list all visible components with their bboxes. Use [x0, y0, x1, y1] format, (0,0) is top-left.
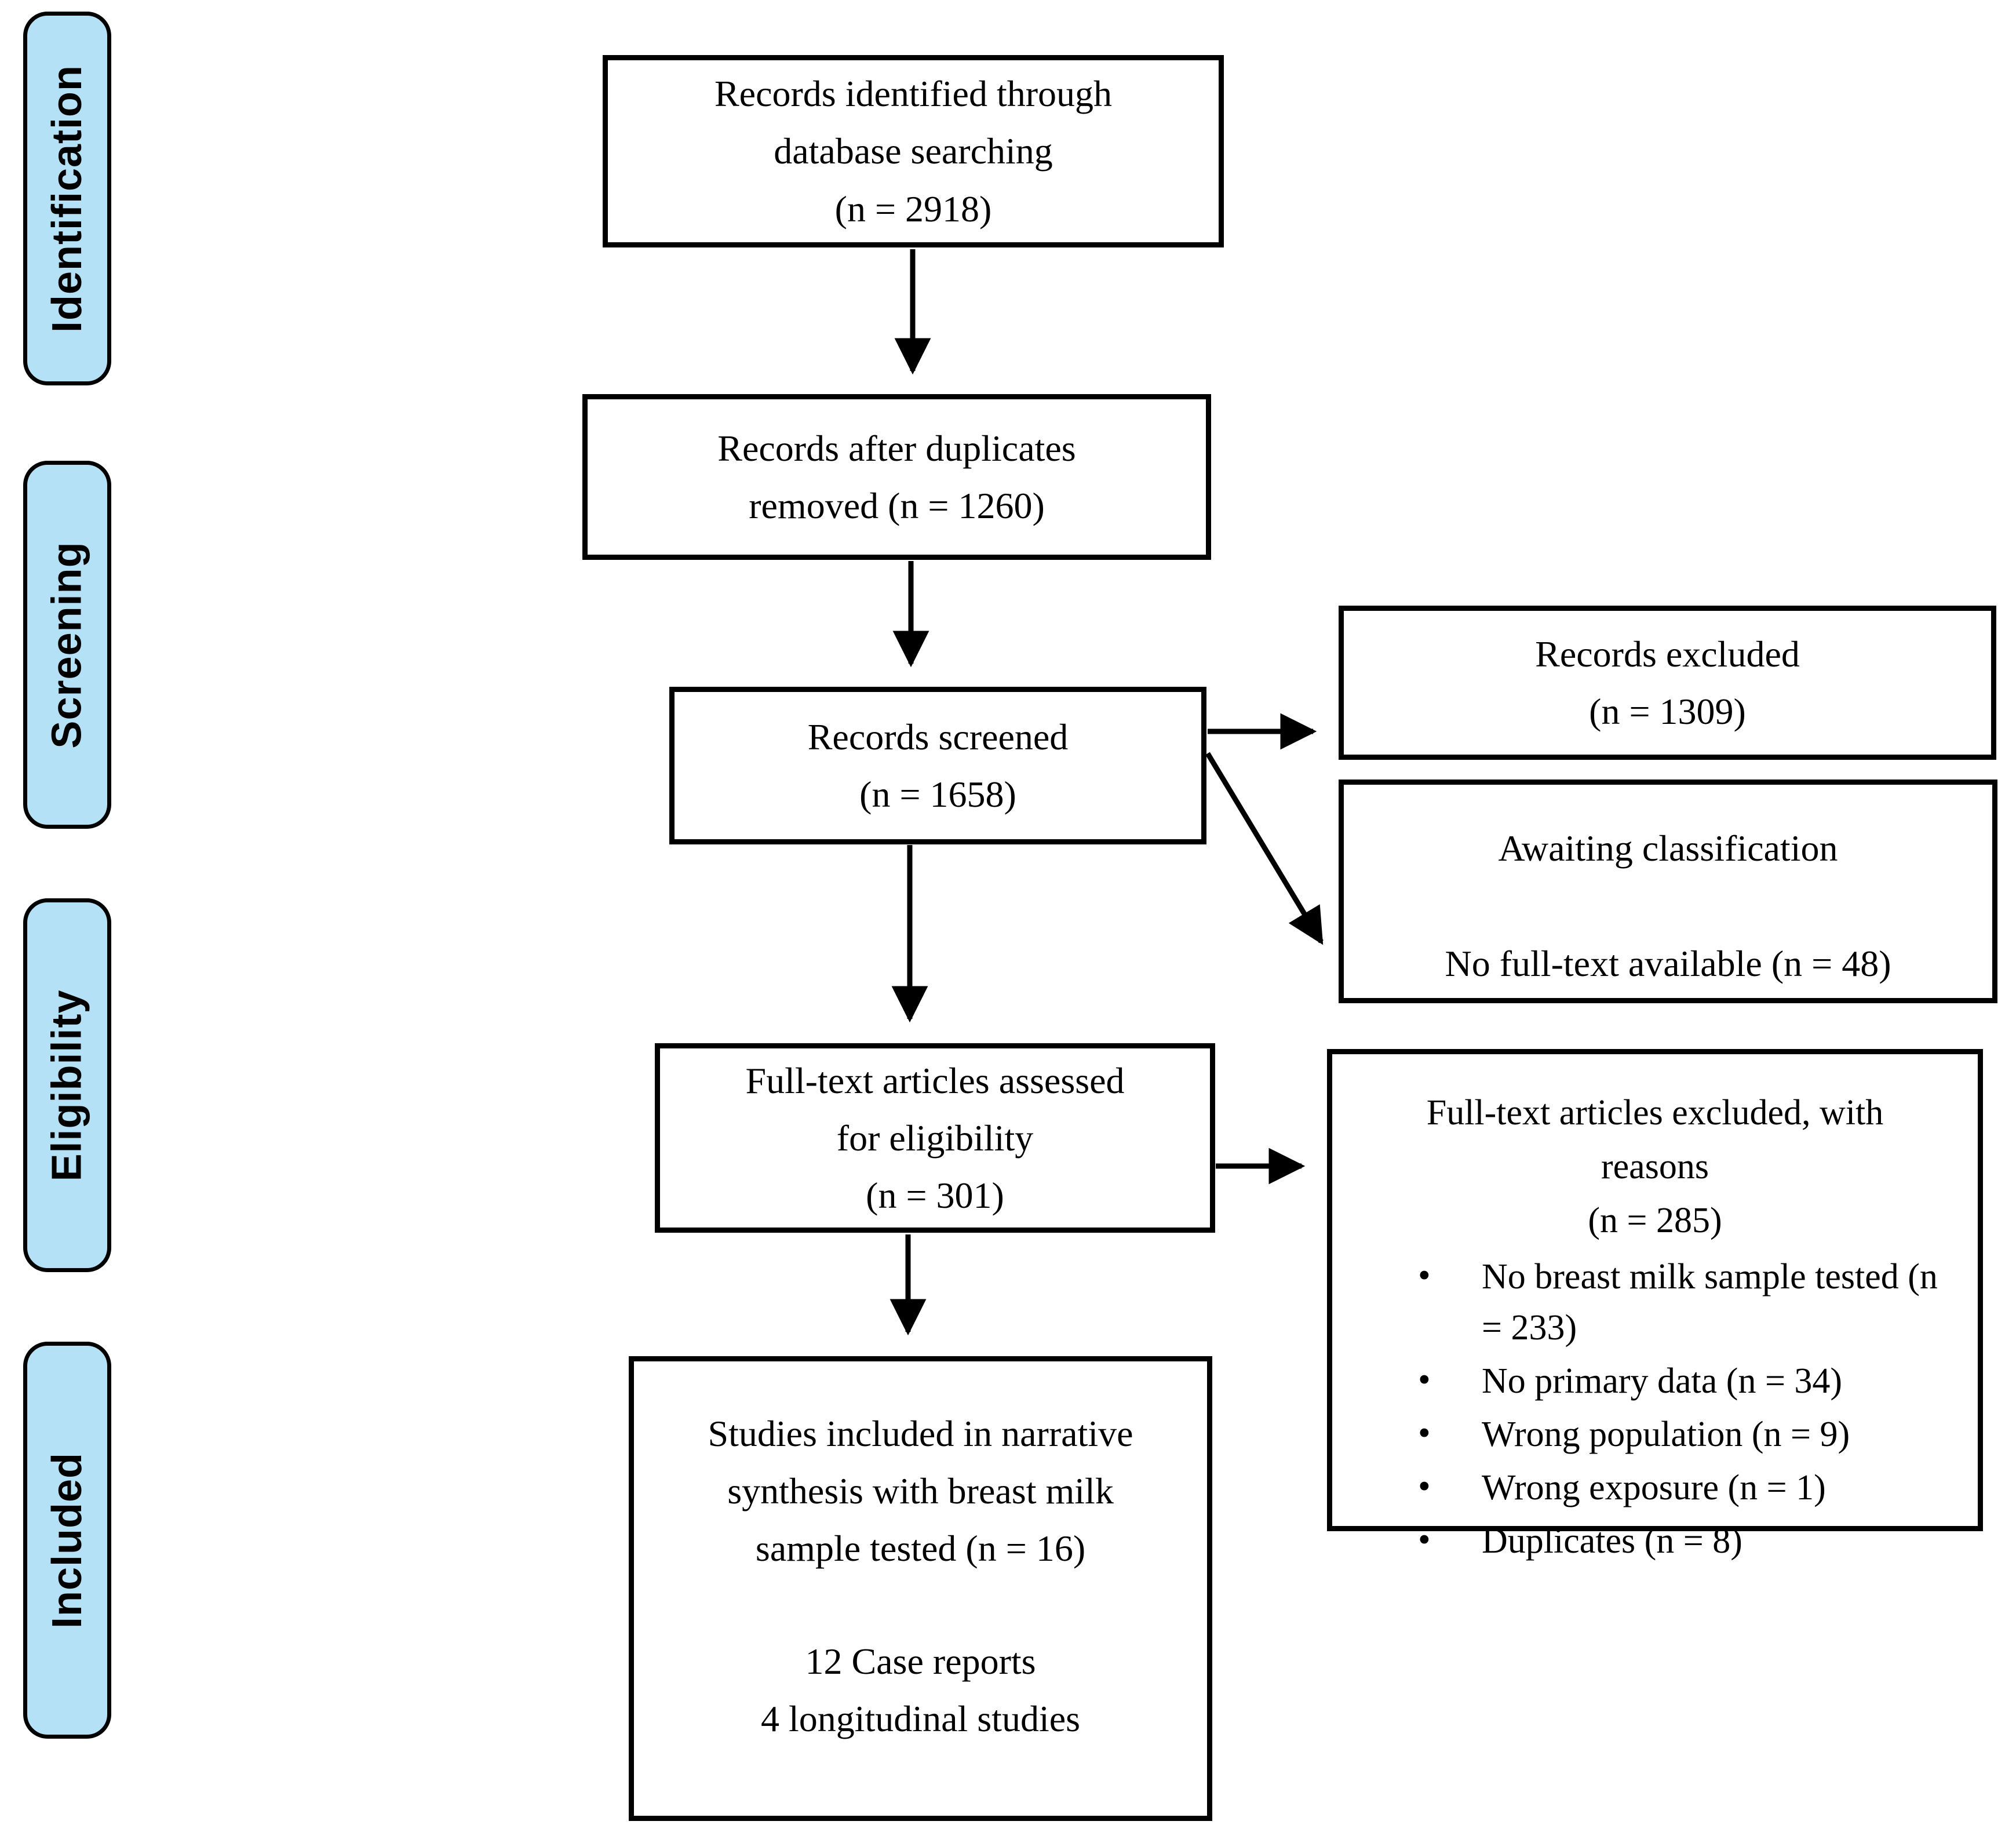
node-text-line: Full-text articles assessed — [745, 1059, 1125, 1101]
node-text-line: 4 longitudinal studies — [760, 1698, 1081, 1739]
node-text-line: Records identified through — [714, 73, 1113, 115]
node-records-screened: Records screened (n = 1658) — [669, 687, 1206, 844]
node-text-line: sample tested (n = 16) — [755, 1528, 1086, 1569]
node-awaiting-classification: Awaiting classification No full-text ava… — [1339, 780, 1997, 1003]
node-text-line: (n = 285) — [1588, 1201, 1722, 1240]
node-text-line: for eligibility — [836, 1117, 1034, 1159]
node-studies-included: Studies included in narrative synthesis … — [629, 1356, 1212, 1821]
node-records-excluded: Records excluded (n = 1309) — [1339, 606, 1996, 760]
node-text-line: (n = 1658) — [859, 774, 1016, 815]
node-fulltext-assessed: Full-text articles assessed for eligibil… — [655, 1043, 1215, 1233]
node-text-line: No full-text available (n = 48) — [1445, 943, 1891, 985]
exclusion-reason-item: No breast milk sample tested (n = 233) — [1418, 1250, 1955, 1353]
exclusion-reason-item: Duplicates (n = 8) — [1418, 1514, 1955, 1567]
node-text-line: Records screened — [807, 716, 1069, 757]
node-text-line: removed (n = 1260) — [749, 485, 1045, 526]
node-text-line: Full-text articles excluded, with — [1426, 1093, 1884, 1132]
node-text-line: (n = 2918) — [834, 188, 992, 230]
stage-label-identification: Identification — [44, 64, 90, 333]
stage-bar-included: Included — [23, 1342, 111, 1739]
arrow-screened-to-awaiting — [1205, 752, 1324, 945]
node-text-line: (n = 1309) — [1589, 691, 1746, 732]
stage-bar-identification: Identification — [23, 12, 111, 385]
node-text-line: (n = 301) — [866, 1175, 1004, 1216]
stage-bar-eligibility: Eligibility — [23, 898, 111, 1272]
included-study-types: 12 Case reports 4 longitudinal studies — [761, 1633, 1080, 1747]
stage-label-included: Included — [44, 1452, 91, 1629]
exclusion-reason-item: No primary data (n = 34) — [1418, 1354, 1955, 1407]
node-fulltext-excluded-reasons: Full-text articles excluded, with reason… — [1327, 1049, 1983, 1565]
exclusion-reason-item: Wrong population (n = 9) — [1418, 1408, 1955, 1460]
node-records-after-duplicates: Records after duplicates removed (n = 12… — [582, 394, 1211, 560]
node-text-line: Awaiting classification — [1498, 828, 1838, 869]
node-text-line: Records excluded — [1535, 633, 1800, 675]
exclusion-reasons-list: No breast milk sample tested (n = 233) N… — [1332, 1250, 1978, 1569]
stage-bar-screening: Screening — [23, 461, 111, 829]
stage-label-eligibility: Eligibility — [44, 989, 90, 1182]
node-text-line: Records after duplicates — [717, 427, 1076, 469]
node-text-line: reasons — [1601, 1147, 1709, 1186]
node-text-line: 12 Case reports — [805, 1640, 1036, 1682]
node-text-line: Studies included in narrative — [708, 1413, 1133, 1454]
node-text-line: synthesis with breast milk — [727, 1470, 1114, 1512]
node-text-line: database searching — [774, 130, 1053, 172]
node-records-identified: Records identified through database sear… — [603, 55, 1224, 247]
stage-label-screening: Screening — [44, 541, 90, 749]
exclusion-reason-item: Wrong exposure (n = 1) — [1418, 1461, 1955, 1513]
